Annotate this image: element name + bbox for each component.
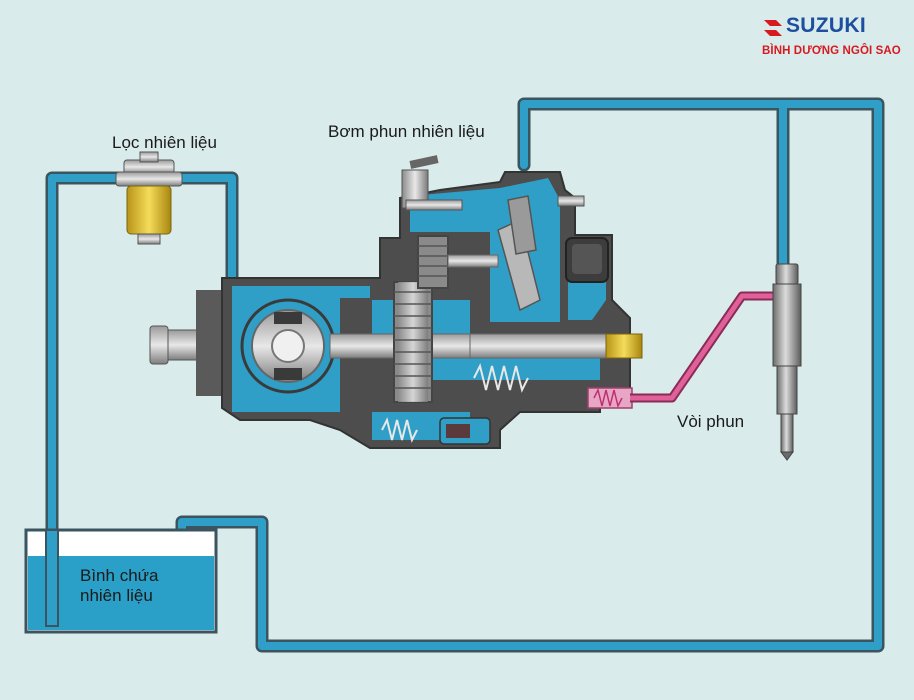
- logo-brand: SUZUKI: [786, 14, 866, 37]
- tank-label-line2: nhiên liệu: [80, 586, 153, 605]
- fuel-filter: [115, 151, 183, 245]
- fuel-tank: [24, 528, 218, 634]
- logo-dealer-name: BÌNH DƯƠNG NGÔI SAO: [762, 45, 901, 57]
- pump-label: Bơm phun nhiên liệu: [328, 122, 485, 141]
- filter-label: Lọc nhiên liệu: [112, 133, 217, 152]
- high-pressure-line: [630, 291, 780, 403]
- injector: [772, 263, 802, 461]
- injector-label: Vòi phun: [677, 412, 745, 431]
- injection-pump: [149, 155, 643, 449]
- tank-to-filter-line: [45, 171, 135, 597]
- tank-label-line1: Bình chứa: [80, 566, 159, 585]
- dealer-logo: SUZUKI BÌNH DƯƠNG NGÔI SAO: [760, 14, 905, 64]
- fuel-lines: [45, 97, 885, 653]
- suzuki-s-icon: [764, 20, 782, 36]
- filter-cartridge: [126, 185, 172, 235]
- drive-gear: [393, 281, 433, 403]
- filter-to-pump-line: [161, 171, 239, 287]
